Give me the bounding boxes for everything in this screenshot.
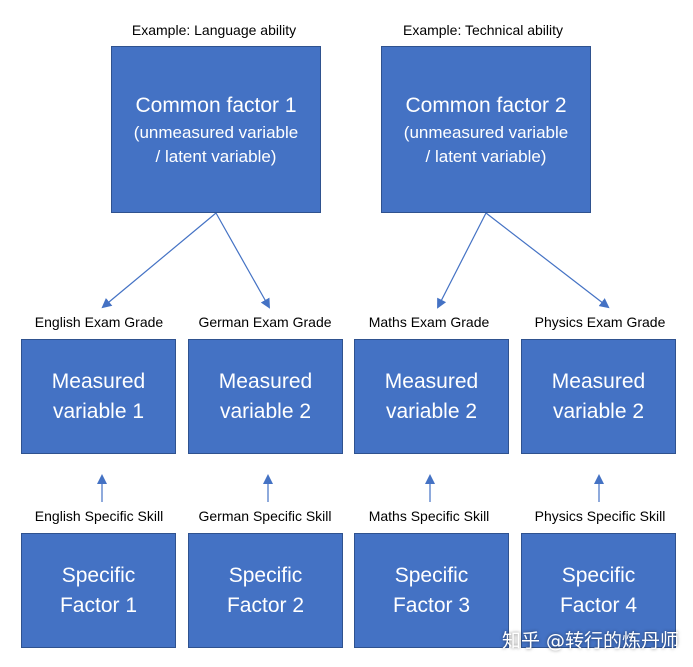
- specific-factor-2-box: Specific Factor 2: [188, 533, 343, 648]
- measured-variable-3-line1: Measured: [384, 369, 479, 393]
- example-caption-1: Example: Language ability: [131, 22, 297, 38]
- common-factor-2-line3: / latent variable): [425, 146, 547, 166]
- measured-caption-3: Maths Exam Grade: [368, 314, 490, 330]
- measured-variable-1-box: Measured variable 1: [21, 339, 176, 454]
- measured-variable-4-line1: Measured: [551, 369, 646, 393]
- specific-caption-4: Physics Specific Skill: [534, 508, 666, 524]
- measured-variable-4-line2: variable 2: [552, 399, 645, 423]
- common-factor-2-box: Common factor 2 (unmeasured variable / l…: [381, 46, 591, 213]
- specific-factor-3-line2: Factor 3: [392, 593, 471, 617]
- watermark: 知乎 @转行的炼丹师: [501, 630, 679, 652]
- common-factor-1-box: Common factor 1 (unmeasured variable / l…: [111, 46, 321, 213]
- common-factor-1-line3: / latent variable): [155, 146, 277, 166]
- measured-variable-3-box: Measured variable 2: [354, 339, 509, 454]
- common-factor-2-line2: (unmeasured variable: [403, 122, 569, 142]
- arrow-cf2-to-mv4: [485, 212, 610, 309]
- measured-variable-2-box: Measured variable 2: [188, 339, 343, 454]
- specific-factor-1-line2: Factor 1: [59, 593, 138, 617]
- common-factor-2-title: Common factor 2: [405, 93, 567, 117]
- specific-caption-3: Maths Specific Skill: [368, 508, 490, 524]
- specific-factor-1-line1: Specific: [61, 563, 136, 587]
- arrow-cf2-to-mv3: [437, 212, 487, 309]
- specific-factor-4-box: Specific Factor 4: [521, 533, 676, 648]
- measured-variable-1-line2: variable 1: [52, 399, 145, 423]
- common-factor-1-title: Common factor 1: [135, 93, 297, 117]
- measured-caption-4: Physics Exam Grade: [534, 314, 666, 330]
- specific-caption-1: English Specific Skill: [34, 508, 164, 524]
- arrow-cf1-to-mv2: [215, 212, 270, 309]
- specific-factor-4-line2: Factor 4: [559, 593, 638, 617]
- measured-caption-1: English Exam Grade: [34, 314, 164, 330]
- measured-variable-2-line1: Measured: [218, 369, 313, 393]
- specific-factor-3-line1: Specific: [394, 563, 469, 587]
- arrow-cf1-to-mv1: [101, 212, 217, 309]
- specific-caption-2: German Specific Skill: [198, 508, 332, 524]
- specific-factor-4-line1: Specific: [561, 563, 636, 587]
- measured-caption-2: German Exam Grade: [198, 314, 332, 330]
- measured-variable-2-line2: variable 2: [219, 399, 312, 423]
- specific-factor-1-box: Specific Factor 1: [21, 533, 176, 648]
- measured-variable-4-box: Measured variable 2: [521, 339, 676, 454]
- specific-factor-2-line1: Specific: [228, 563, 303, 587]
- measured-variable-3-line2: variable 2: [385, 399, 478, 423]
- common-factor-1-line2: (unmeasured variable: [133, 122, 299, 142]
- specific-factor-3-box: Specific Factor 3: [354, 533, 509, 648]
- measured-variable-1-line1: Measured: [51, 369, 146, 393]
- example-caption-2: Example: Technical ability: [402, 22, 564, 38]
- specific-factor-2-line2: Factor 2: [226, 593, 305, 617]
